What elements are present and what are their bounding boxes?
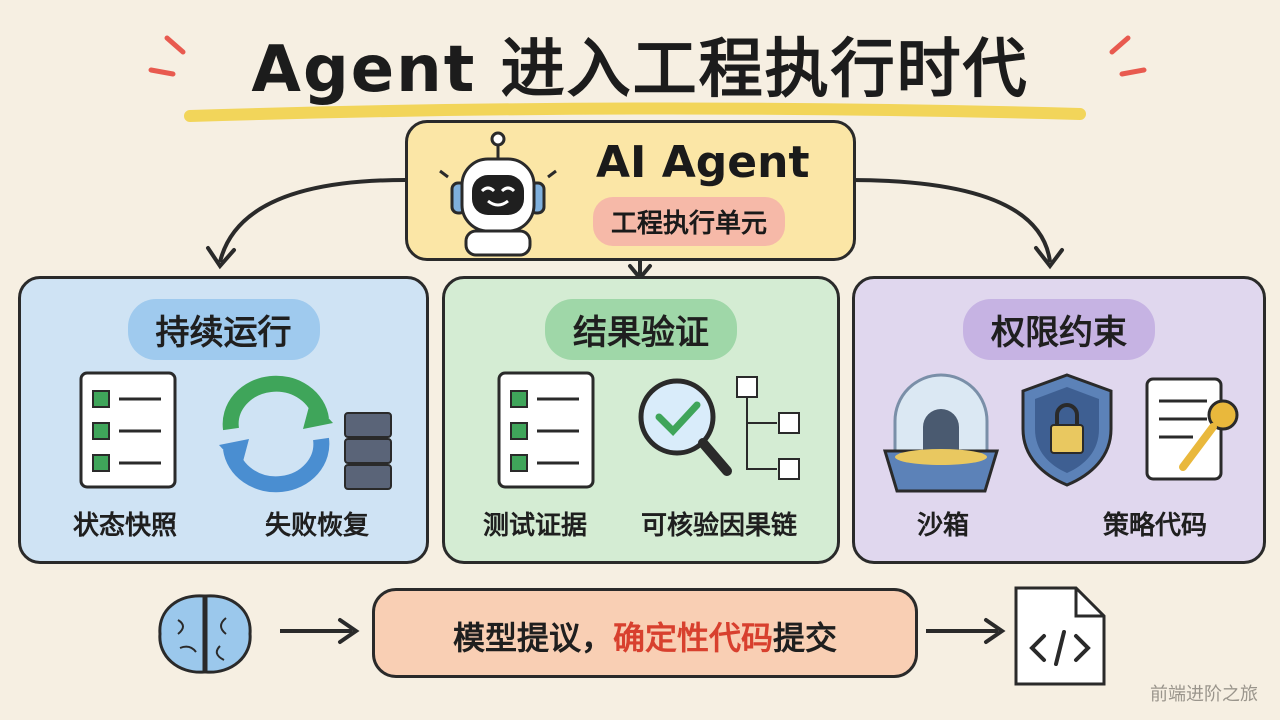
panel-title: 权限约束 [963, 299, 1155, 360]
caption-policy-code: 策略代码 [1103, 511, 1208, 541]
page-title: Agent 进入工程执行时代 [251, 33, 1029, 107]
server-icon [344, 412, 392, 490]
panel-continuous-run: 持续运行 状态快照 失败恢复 [18, 276, 429, 564]
caption-sandbox: 沙箱 [917, 511, 970, 541]
arrow-right-icon [280, 618, 360, 644]
sparkle-left-icon [148, 35, 186, 77]
bottom-summary: 模型提议，确定性代码提交 [375, 613, 915, 659]
caption-state-snapshot: 状态快照 [73, 511, 178, 541]
bottom-summary-box: 模型提议，确定性代码提交 [372, 588, 918, 678]
magnifier-check-icon [638, 378, 732, 476]
caption-failure-recovery: 失败恢复 [265, 511, 370, 541]
caption-test-evidence: 测试证据 [483, 511, 588, 541]
center-subtitle: 工程执行单元 [593, 197, 786, 246]
bottom-text-before: 模型提议， [452, 619, 613, 657]
checklist-icon [497, 371, 595, 489]
center-title: AI Agent [596, 137, 810, 188]
sparkle-right-icon [1109, 35, 1147, 77]
panel-result-verification: 结果验证 测试证据 可核验因果链 [442, 276, 840, 564]
brain-icon [158, 594, 252, 674]
ai-agent-box: AI Agent 工程执行单元 [405, 120, 856, 261]
shield-lock-icon [1021, 373, 1113, 487]
flow-chain-icon [736, 376, 800, 480]
bottom-highlight: 确定性代码 [612, 619, 773, 657]
panel-title: 持续运行 [127, 299, 320, 360]
checklist-icon [79, 371, 177, 489]
document-key-icon [1145, 377, 1239, 481]
robot-icon [439, 131, 557, 257]
panel-title: 结果验证 [545, 299, 737, 360]
panel-permission-constraint: 权限约束 沙箱 策略代码 [852, 276, 1266, 564]
caption-verifiable-causal-chain: 可核验因果链 [641, 511, 798, 541]
bottom-text-after: 提交 [773, 619, 838, 657]
watermark: 前端进阶之旅 [1150, 684, 1258, 705]
cycle-arrows-icon [219, 375, 333, 493]
arrow-right-icon [926, 618, 1006, 644]
title-underline [184, 102, 1086, 122]
sandbox-icon [882, 373, 1000, 493]
code-file-icon [1014, 586, 1106, 686]
